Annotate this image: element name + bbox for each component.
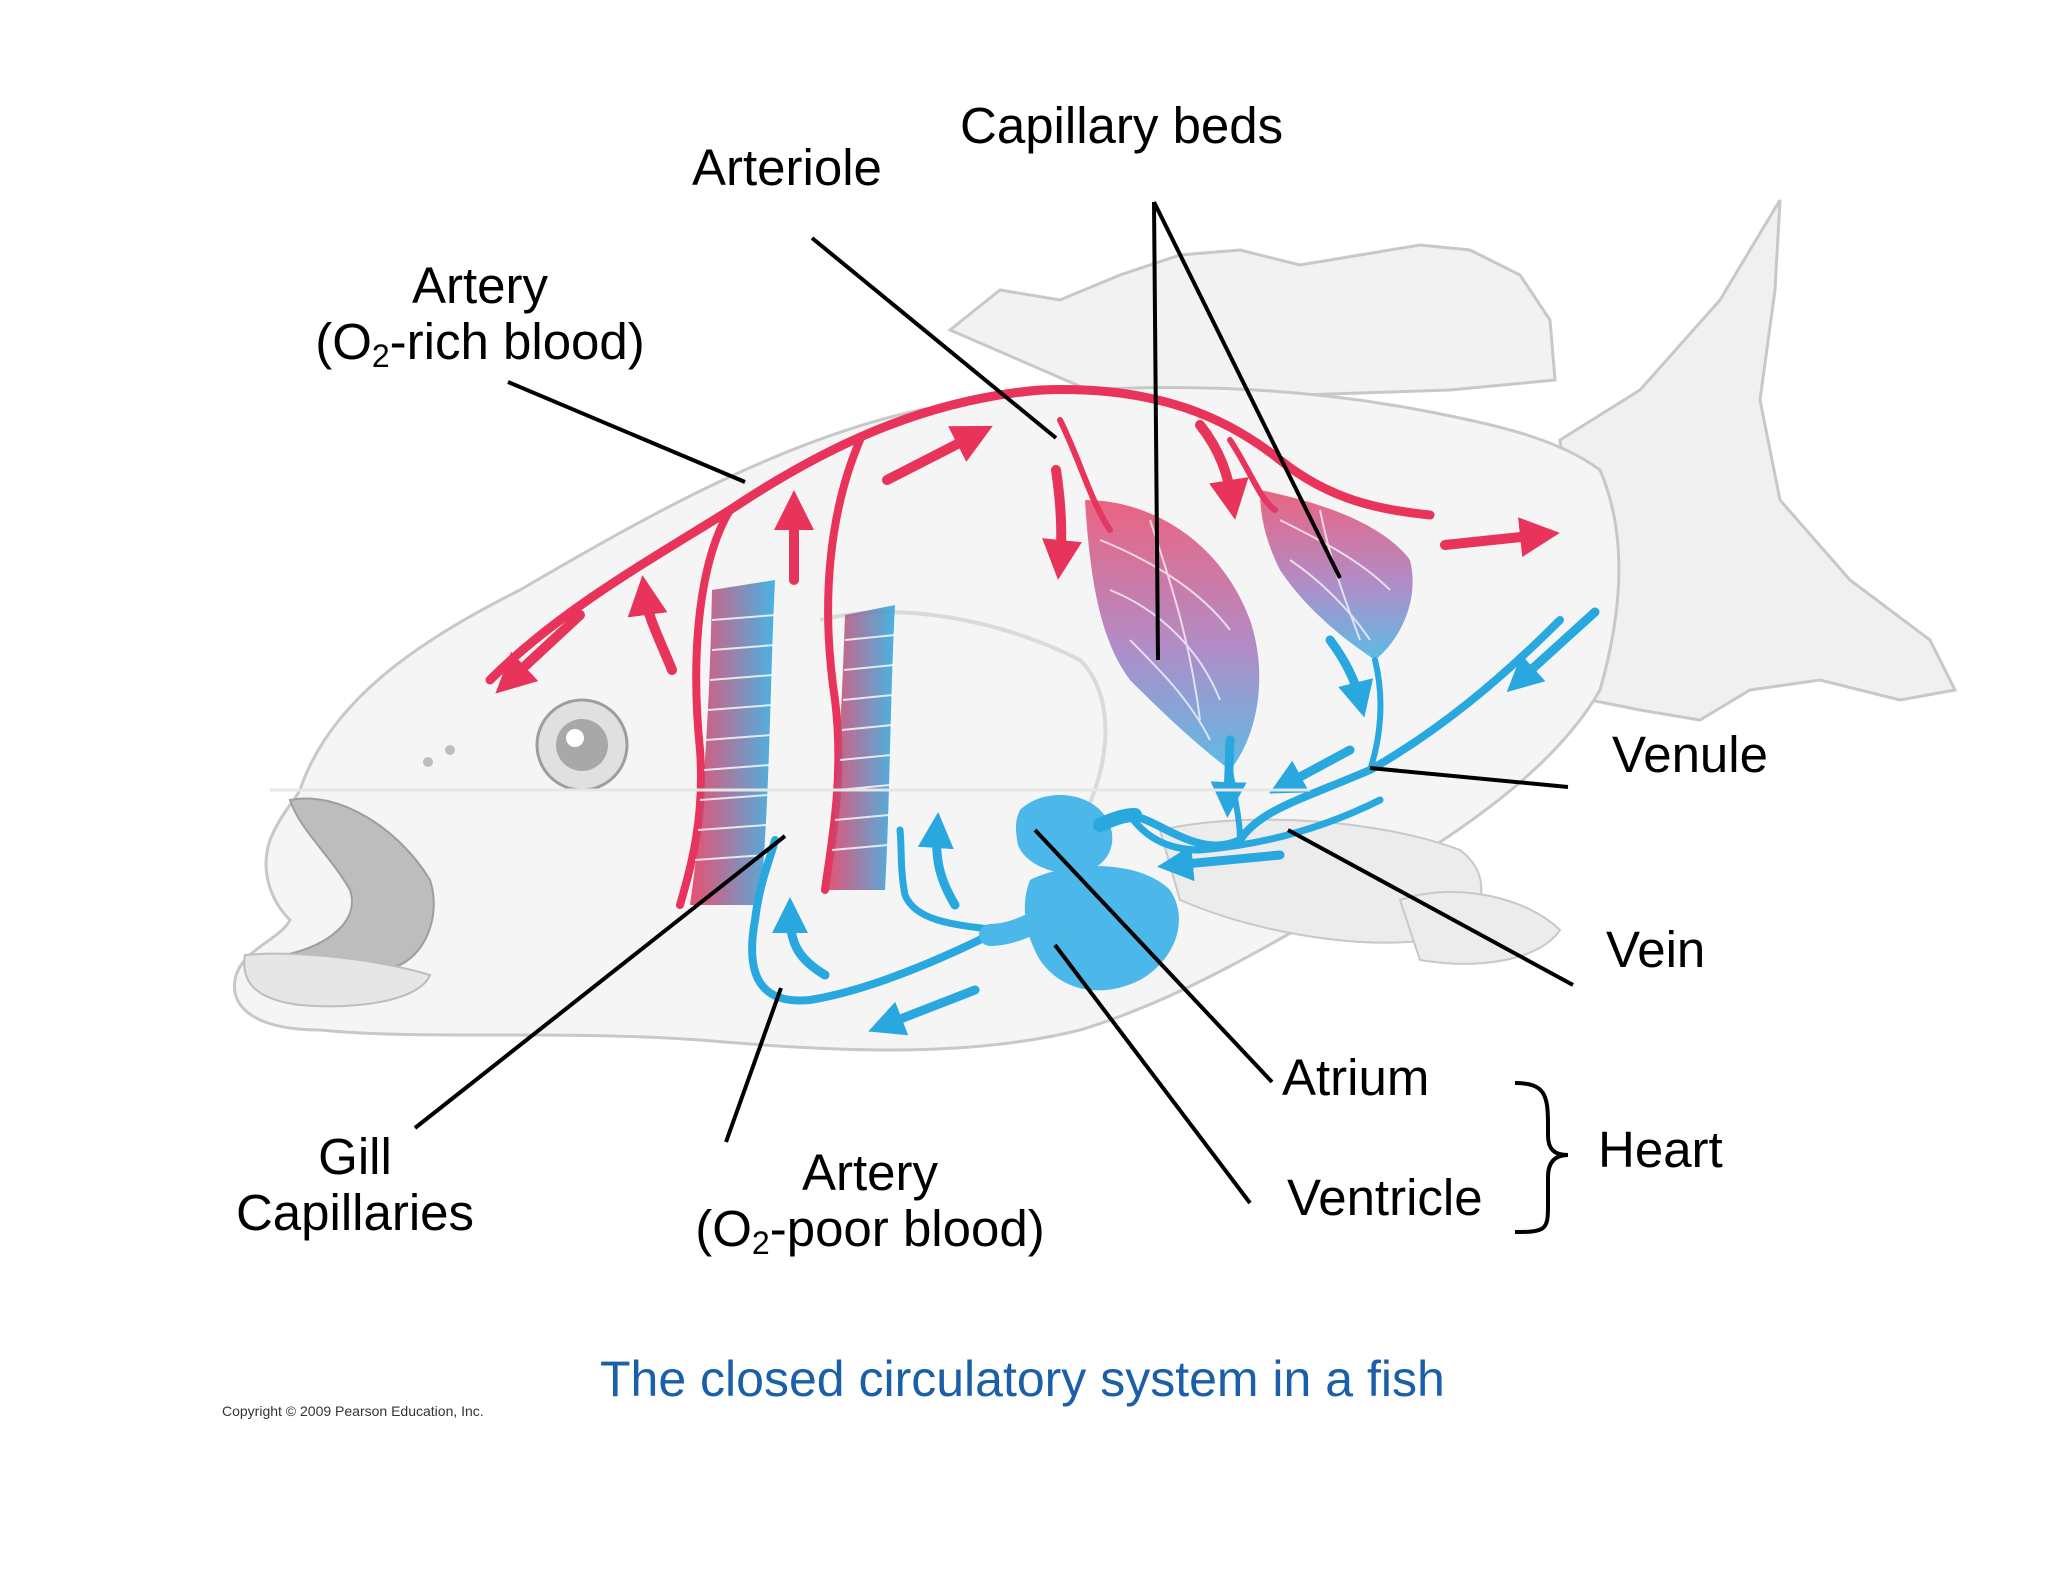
tail-fin (1558, 199, 1958, 722)
blue-arrow-bed-2-down (1325, 635, 1374, 718)
label-artery-rich-line2: (O2-rich blood) (315, 313, 645, 374)
dorsal-aorta (485, 385, 1435, 685)
leader-arteriole (810, 236, 1058, 440)
label-venule: Venule (1612, 726, 1768, 783)
label-artery-rich-line1: Artery (411, 257, 549, 314)
red-arrow-gill-up-1 (627, 575, 677, 675)
leader-venule (1369, 766, 1569, 789)
label-gill-line2: Capillaries (235, 1184, 475, 1241)
blue-arrow-gill-up-1 (772, 897, 830, 980)
figure-caption: The closed circulatory system in a fish (600, 1351, 1445, 1407)
copyright-notice: Copyright © 2009 Pearson Education, Inc. (222, 1403, 484, 1419)
leader-artery-rich (507, 380, 746, 484)
label-artery-poor-line2: (O2-poor blood) (695, 1200, 1045, 1261)
red-arrow-arteriole-down (1042, 465, 1082, 580)
red-arrow-capillary-down (1195, 420, 1249, 520)
leader-capillary-beds-b (1152, 201, 1342, 579)
label-heart: Heart (1598, 1121, 1723, 1178)
heart-brace (1514, 1081, 1569, 1234)
venule-from-bed-2 (1367, 657, 1384, 773)
red-arrow-dorsal (882, 425, 993, 485)
oxygen-poor-vessels (748, 616, 1564, 1005)
vein-ventral (1126, 796, 1384, 854)
blue-arrow-tail-in (1506, 607, 1600, 693)
label-artery-poor: Artery (O2-poor blood) (680, 1144, 1060, 1261)
oxygen-poor-flow-arrows (772, 607, 1600, 1036)
artery-to-gills-o2-poor (748, 836, 1004, 1005)
gill-filament-lines (694, 614, 896, 861)
label-arteriole: Arteriole (692, 139, 882, 196)
body-outline (232, 386, 1621, 1052)
atrium (1015, 795, 1113, 874)
main-vein (1126, 616, 1564, 850)
label-vein: Vein (1606, 921, 1706, 978)
leader-lines (413, 201, 1574, 1234)
gill-arch-1 (690, 580, 775, 905)
fish-lower-jaw (243, 952, 432, 1008)
label-ventricle: Ventricle (1287, 1169, 1483, 1226)
blue-arrow-gill-up-2 (917, 812, 960, 910)
blue-arrow-venule (1269, 745, 1355, 794)
leader-artery-poor (724, 987, 783, 1143)
leader-atrium (1033, 828, 1274, 1084)
anal-fin (1398, 890, 1562, 965)
label-capillary-beds: Capillary beds (960, 97, 1284, 154)
heart-inflow-vessel (1093, 808, 1142, 832)
label-gill-capillaries: Gill Capillaries (220, 1129, 490, 1241)
nostril (423, 757, 433, 767)
bulbus-arteriosus (979, 909, 1051, 946)
blue-arrow-vein (1157, 845, 1285, 882)
label-artery-poor-line1: Artery (801, 1144, 939, 1201)
oxygen-rich-flow-arrows (495, 420, 1560, 694)
label-artery-rich: Artery (O2-rich blood) (310, 257, 650, 374)
red-arrow-head-forward (495, 610, 585, 694)
red-arrow-tail (1440, 517, 1560, 557)
leader-gill-capillaries (413, 834, 787, 1130)
label-gill-line1: Gill (318, 1128, 392, 1185)
capillary-bed-1 (1085, 500, 1260, 770)
operculum-outline (819, 610, 1108, 842)
leader-capillary-beds-a (1152, 201, 1160, 661)
label-atrium: Atrium (1282, 1049, 1430, 1106)
leader-ventricle (1053, 943, 1252, 1205)
dorsal-fin (947, 243, 1557, 397)
gill-capillaries (690, 580, 896, 905)
artery-to-gill-2-poor (896, 826, 1004, 934)
blue-arrow-to-gills (868, 985, 980, 1036)
artery-to-gill-1 (676, 506, 734, 909)
leader-vein (1287, 828, 1574, 987)
